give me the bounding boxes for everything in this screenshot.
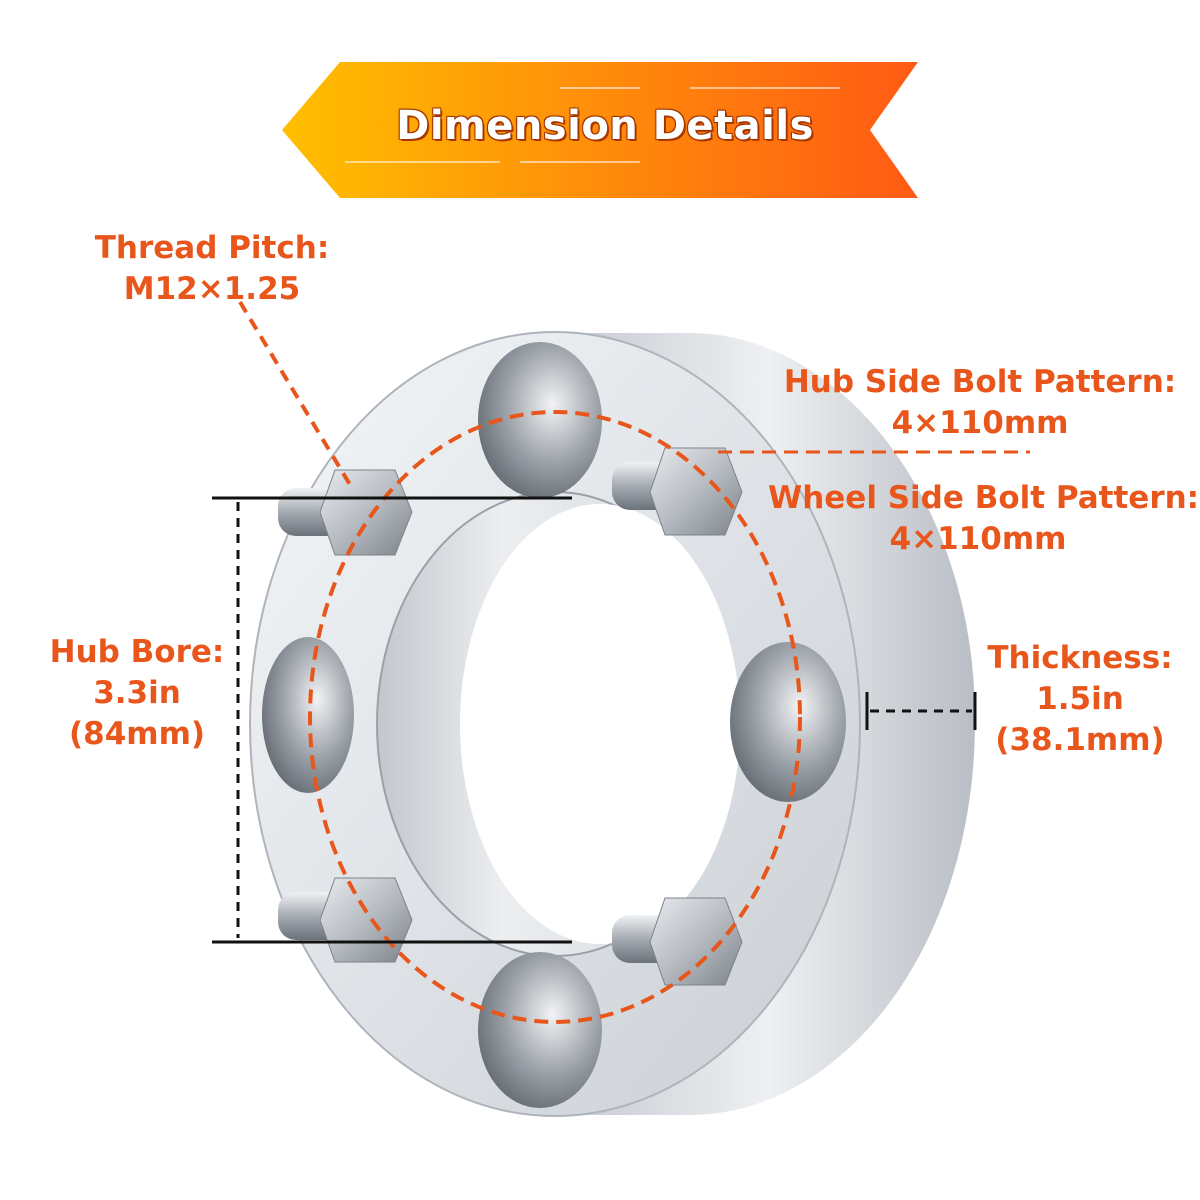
hub-side-bolt-pattern-annotation: Hub Side Bolt Pattern: 4×110mm <box>780 362 1180 444</box>
hub-side-bolt-pattern-label: Hub Side Bolt Pattern: <box>783 364 1177 400</box>
wheel-side-bolt-pattern-value: 4×110mm <box>889 520 1067 557</box>
banner-title: Dimension Details <box>396 103 814 149</box>
wheel-side-bolt-pattern-annotation: Wheel Side Bolt Pattern: 4×110mm <box>768 478 1200 560</box>
banner-decorative-lines <box>345 87 840 163</box>
bolt-hole-right <box>730 642 846 802</box>
thickness-value: 1.5in <box>1036 680 1124 717</box>
hub-bore-value-metric: (84mm) <box>68 715 206 752</box>
banner-arrow-shape <box>282 62 918 198</box>
wheel-side-bolt-pattern-label: Wheel Side Bolt Pattern: <box>768 480 1200 516</box>
wheel-spacer-product <box>249 331 975 1117</box>
thickness-value-metric: (38.1mm) <box>995 721 1165 758</box>
hub-bore-opening <box>460 504 740 944</box>
bolt-hole-bottom <box>478 952 602 1108</box>
bolt-hole-top <box>478 342 602 498</box>
bolt-hole-left <box>262 637 354 793</box>
thickness-annotation: Thickness: 1.5in (38.1mm) <box>980 638 1180 761</box>
title-banner <box>282 62 918 198</box>
thread-pitch-annotation: Thread Pitch: M12×1.25 <box>92 228 332 310</box>
annotation-leaders <box>238 300 1030 490</box>
thread-pitch-label: Thread Pitch: <box>94 230 330 266</box>
stud-top-right <box>612 447 743 536</box>
thread-pitch-value: M12×1.25 <box>123 270 301 307</box>
hub-bore-value: 3.3in <box>93 674 181 711</box>
hub-side-bolt-pattern-value: 4×110mm <box>891 404 1069 441</box>
thickness-dimension <box>865 692 977 730</box>
hub-bore-dimension <box>212 496 572 944</box>
bolt-pattern-circle <box>308 410 802 1024</box>
thread-pitch-leader <box>238 300 354 490</box>
stud-bottom-right <box>612 897 743 986</box>
hub-bore-annotation: Hub Bore: 3.3in (84mm) <box>32 632 242 755</box>
bolt-holes <box>262 342 846 1108</box>
thickness-label: Thickness: <box>987 640 1173 676</box>
hub-bore-label: Hub Bore: <box>49 634 225 670</box>
